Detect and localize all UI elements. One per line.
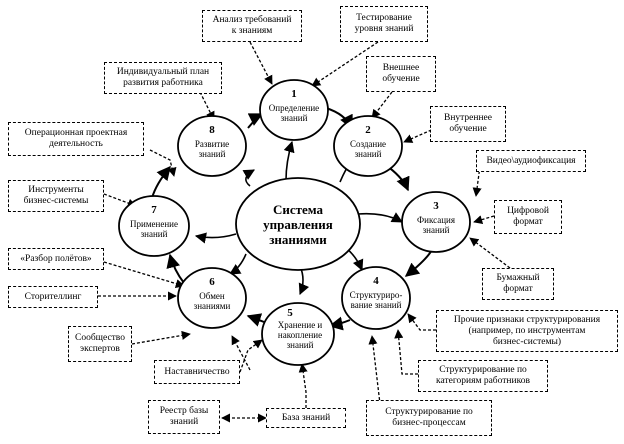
stage-3-number: 3 — [433, 200, 439, 212]
conn-cat — [394, 329, 418, 375]
arrow-6-7 — [166, 253, 185, 284]
stage-5-label: Хранение и накопление знаний — [277, 320, 323, 350]
stage-3-circle — [401, 191, 471, 253]
conn-mentoring-6 — [231, 335, 251, 371]
stage-7-number: 7 — [151, 204, 157, 216]
note-storytelling: Сторителлинг — [8, 286, 98, 308]
conn-external — [371, 91, 393, 119]
stage-7-label: Применение знаний — [130, 219, 178, 239]
stage-6-circle — [177, 267, 247, 329]
note-other-structuring: Прочие признаки структурирования (наприм… — [436, 310, 618, 352]
stage-4-circle — [341, 266, 411, 330]
conn-other — [407, 313, 436, 331]
note-debrief: «Разбор полётов» — [8, 248, 104, 270]
stage-8-label: Развитие знаний — [194, 139, 230, 159]
conn-tools — [103, 193, 137, 208]
note-community: Сообщество экспертов — [68, 326, 132, 362]
note-individual-plan: Индивидуальный план развития работника — [104, 62, 222, 94]
stage-4-number: 4 — [373, 275, 379, 287]
stage-5-circle — [261, 302, 335, 366]
note-struct-categories: Структурирование по категориям работнико… — [418, 360, 548, 392]
note-analysis: Анализ требований к знаниям — [202, 10, 302, 42]
stage-3-label: Фиксация знаний — [417, 215, 455, 235]
note-video: Видео\аудиофиксация — [476, 150, 586, 172]
stage-4-label: Структуриро- вание знаний — [349, 290, 403, 310]
stage-2-circle — [333, 115, 403, 177]
note-digital: Цифровой формат — [494, 200, 562, 234]
note-kb-registry: Реестр базы знаний — [148, 400, 220, 434]
conn-debrief — [103, 261, 185, 289]
conn-operational — [149, 149, 177, 177]
conn-mentoring — [239, 339, 263, 373]
note-mentoring: Наставничество — [154, 360, 240, 384]
note-external: Внешнее обучение — [366, 56, 436, 92]
conn-community — [131, 330, 191, 345]
arrow-3-4 — [404, 249, 433, 277]
conn-analysis — [249, 41, 273, 85]
stage-2-number: 2 — [365, 124, 371, 136]
stage-1-label: Определение знаний — [268, 103, 320, 123]
center-to-8 — [242, 169, 255, 187]
stage-8-number: 8 — [209, 124, 215, 136]
stage-5-number: 5 — [287, 307, 293, 319]
note-operational: Операционная проектная деятельность — [8, 122, 144, 156]
note-knowledge-base: База знаний — [266, 408, 346, 428]
conn-proc — [368, 335, 396, 405]
center-title: Система управления знаниями — [263, 202, 333, 247]
stage-1-number: 1 — [291, 88, 297, 100]
conn-digital — [473, 215, 495, 225]
note-internal: Внутреннее обучение — [430, 106, 506, 142]
center-to-3 — [357, 212, 403, 223]
conn-testing — [311, 41, 379, 87]
stage-6-number: 6 — [209, 276, 215, 288]
conn-paper — [469, 237, 511, 269]
center-to-6 — [229, 253, 247, 275]
stage-8-circle — [177, 115, 247, 177]
note-testing: Тестирование уровня знаний — [340, 6, 428, 42]
stage-circles — [118, 79, 471, 366]
stage-6-label: Обмен знаниями — [193, 291, 231, 311]
stage-1-circle — [259, 79, 329, 141]
center-circle — [235, 177, 361, 271]
center-to-7 — [194, 232, 237, 244]
note-paper: Бумажный формат — [482, 268, 554, 300]
stage-7-circle — [118, 195, 190, 257]
note-business-tools: Инструменты бизнес-системы — [8, 180, 104, 212]
arrow-7-8 — [151, 165, 171, 199]
note-struct-processes: Структурирование по бизнес-процессам — [366, 400, 492, 436]
conn-kb — [298, 363, 308, 408]
stage-2-label: Создание знаний — [349, 139, 387, 159]
arrow-5-6 — [246, 313, 265, 327]
center-to-1 — [283, 140, 295, 181]
